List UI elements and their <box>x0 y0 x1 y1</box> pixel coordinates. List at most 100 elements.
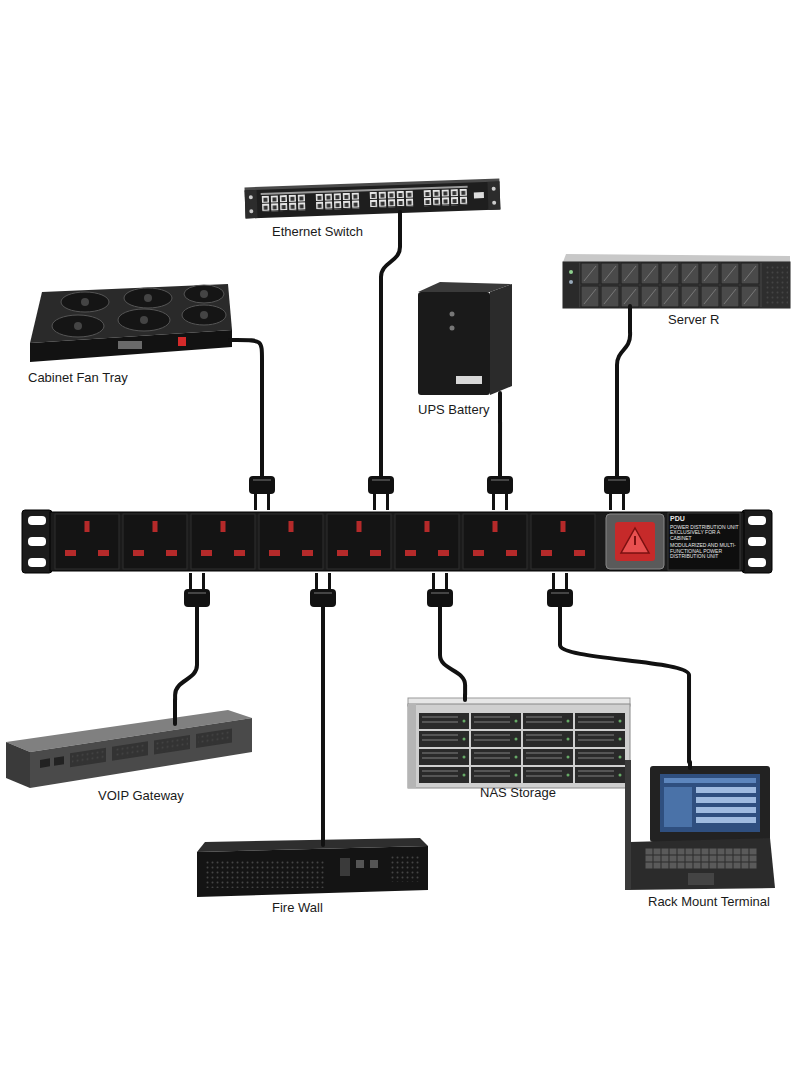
power-cord <box>175 573 210 700</box>
pdu-illustration <box>748 558 766 567</box>
switch-illustration <box>369 191 415 209</box>
uk-socket <box>55 514 595 569</box>
uk-socket <box>133 550 144 556</box>
fan-tray-illustration <box>74 322 82 330</box>
uk-socket <box>289 521 294 532</box>
uk-socket <box>221 521 226 532</box>
device-node: Server R <box>560 252 796 332</box>
uk-socket <box>234 550 245 556</box>
voip-gateway-illustration <box>154 735 190 755</box>
nas-illustration <box>408 704 630 788</box>
voip-gateway-illustration <box>72 750 104 765</box>
nas-illustration <box>408 698 630 788</box>
device-node: Ethernet Switch <box>240 175 508 245</box>
voip-gateway-illustration <box>40 728 232 771</box>
device-node: NAS Storage <box>404 695 632 805</box>
firewall-illustration <box>197 846 428 897</box>
power-switch <box>621 528 649 553</box>
fan-tray-illustration <box>30 330 232 362</box>
plug-head <box>608 479 626 481</box>
pdu-illustration <box>748 516 766 525</box>
fan-tray-illustration <box>178 337 186 346</box>
device-label: Ethernet Switch <box>272 224 363 240</box>
pdu-illustration <box>22 510 52 573</box>
server-illustration <box>563 262 790 308</box>
switch-illustration <box>245 182 501 219</box>
fan-tray-illustration <box>52 315 104 337</box>
pdu-illustration <box>28 537 46 546</box>
uk-socket <box>541 550 552 556</box>
power-cord <box>368 245 400 510</box>
server-illustration <box>569 280 573 284</box>
plug-head <box>184 589 210 607</box>
plug-head <box>253 479 271 481</box>
device-label: NAS Storage <box>480 785 556 801</box>
pdu-unit: PDUPOWER DISTRIBUTION UNIT EXCLUSIVELY F… <box>22 510 772 573</box>
plug-prong <box>432 573 435 589</box>
ups-illustration <box>450 326 455 331</box>
uk-socket <box>337 550 348 556</box>
terminal-illustration <box>650 766 770 842</box>
plug-head <box>314 592 332 594</box>
terminal-illustration <box>696 817 756 823</box>
server-illustration <box>762 262 790 308</box>
fan-tray-illustration <box>184 285 224 303</box>
power-cord-line <box>617 332 630 476</box>
uk-socket <box>463 514 527 569</box>
uk-socket <box>166 550 177 556</box>
uk-socket <box>395 514 459 569</box>
device-label: Fire Wall <box>272 900 323 916</box>
plug-prong <box>315 573 318 589</box>
power-cord <box>604 332 630 510</box>
terminal-illustration <box>625 760 631 890</box>
cord-stub <box>173 700 177 724</box>
switch-illustration <box>245 190 258 218</box>
plug-prong <box>552 573 555 589</box>
power-cord-line <box>560 607 689 762</box>
uk-socket <box>357 521 362 532</box>
voip-gateway-illustration <box>198 731 230 746</box>
uk-socket <box>65 550 76 556</box>
plug-head <box>604 476 630 494</box>
fan-tray-illustration <box>61 292 109 312</box>
power-cord <box>547 573 689 762</box>
power-cord-line <box>237 340 262 476</box>
uk-socket <box>302 550 313 556</box>
uk-socket <box>85 521 90 532</box>
voip-gateway-illustration <box>114 744 146 759</box>
switch-illustration <box>261 194 307 212</box>
ups-illustration <box>418 292 490 395</box>
pdu-label-text: MODULARIZED AND MULTI-FUNCTIONAL POWER D… <box>670 543 742 560</box>
fan-tray-illustration <box>118 309 170 331</box>
fan-tray-illustration <box>140 316 148 324</box>
power-cord-line <box>440 607 465 695</box>
plug-head <box>547 589 573 607</box>
device-label: Server R <box>668 312 719 328</box>
power-cord <box>237 340 275 510</box>
pdu-illustration <box>748 537 766 546</box>
uk-socket <box>405 550 416 556</box>
plug-head <box>427 589 453 607</box>
pdu-illustration <box>28 558 46 567</box>
device-node: Cabinet Fan Tray <box>22 285 237 390</box>
cord-stub <box>498 393 502 422</box>
switch-illustration <box>315 192 361 210</box>
terminal-illustration <box>664 787 692 827</box>
switch-illustration <box>249 209 253 213</box>
voip-gateway-illustration <box>40 758 50 768</box>
voip-gateway-illustration <box>30 718 252 788</box>
power-switch <box>606 514 664 569</box>
power-cord-line <box>175 607 197 700</box>
uk-socket <box>438 550 449 556</box>
nas-illustration <box>418 712 626 784</box>
fan-tray-illustration <box>124 288 172 308</box>
uk-socket <box>531 514 595 569</box>
uk-socket <box>493 521 498 532</box>
firewall-illustration <box>390 856 420 882</box>
terminal-illustration <box>664 778 756 783</box>
uk-socket <box>259 514 323 569</box>
switch-illustration <box>492 187 496 191</box>
power-cord <box>487 422 513 510</box>
power-switch <box>634 536 636 545</box>
uk-socket <box>370 550 381 556</box>
